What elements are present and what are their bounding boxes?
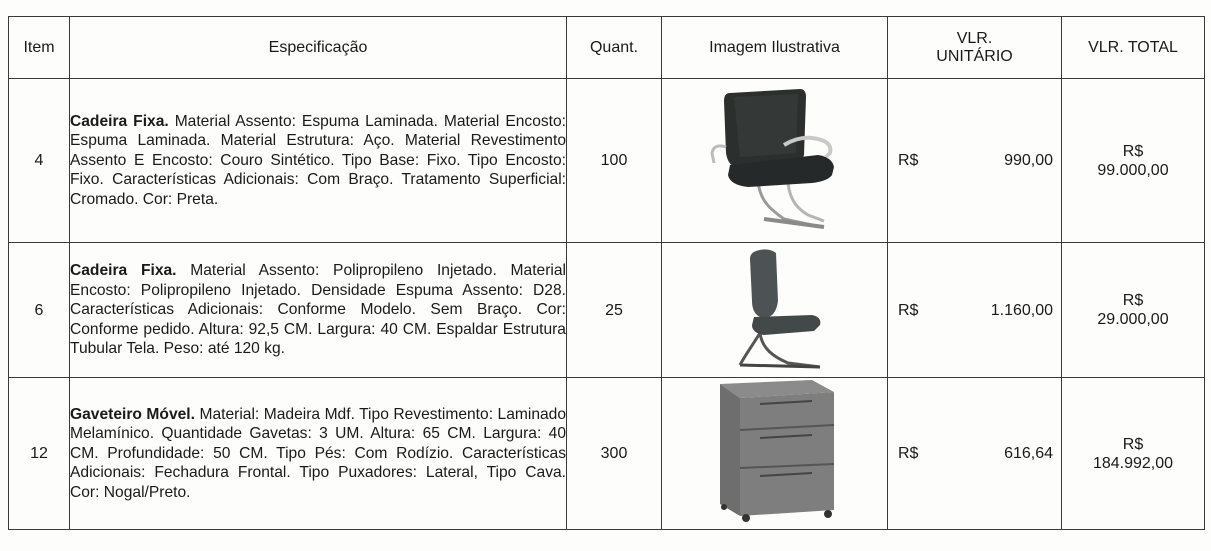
table-row: 6 Cadeira Fixa. Material Assento: Polipr… xyxy=(8,242,1205,378)
row-unit-amount: 616,64 xyxy=(1004,445,1053,462)
row-spec-title: Cadeira Fixa. xyxy=(70,262,177,280)
row-image-cell xyxy=(661,78,888,243)
row-quantity: 100 xyxy=(566,78,662,243)
row-spec-body: Material Assento: Espuma Laminada. Mater… xyxy=(70,112,566,208)
row-item-number: 6 xyxy=(8,242,70,378)
table-row: 4 Cadeira Fixa. Material Assento: Espuma… xyxy=(8,78,1205,243)
armchair-image xyxy=(700,83,850,238)
row-item-number: 4 xyxy=(8,78,70,243)
row-total-amount: 99.000,00 xyxy=(1097,161,1169,179)
row-specification: Gaveteiro Móvel. Material: Madeira Mdf. … xyxy=(69,377,567,530)
row-total-amount: 29.000,00 xyxy=(1097,311,1169,328)
header-qty: Quant. xyxy=(566,16,662,79)
header-total-value: VLR. TOTAL xyxy=(1061,16,1205,79)
row-unit-currency: R$ xyxy=(898,301,919,319)
row-unit-amount: 990,00 xyxy=(1004,152,1053,169)
header-unit-line2: UNITÁRIO xyxy=(936,47,1013,65)
row-specification: Cadeira Fixa. Material Assento: Poliprop… xyxy=(69,242,567,378)
row-total-currency: R$ xyxy=(1122,435,1144,453)
row-spec-title: Cadeira Fixa. xyxy=(70,112,169,130)
row-unit-currency: R$ xyxy=(898,445,919,462)
header-spec: Especificação xyxy=(69,16,567,79)
specification-table: Item Especificação Quant. Imagem Ilustra… xyxy=(8,16,1205,530)
row-spec-body: Material Assento: Polipropileno Injetado… xyxy=(70,262,566,358)
row-spec-title: Gaveteiro Móvel. xyxy=(70,405,195,423)
header-unit-line1: VLR. xyxy=(956,29,993,47)
chair-image xyxy=(720,245,830,376)
header-unit-value: VLR. UNITÁRIO xyxy=(887,16,1062,79)
row-total-currency: R$ xyxy=(1122,292,1144,309)
row-spec-body: Material: Madeira Mdf. Tipo Revestimento… xyxy=(70,405,567,501)
row-unit-currency: R$ xyxy=(898,152,919,169)
row-unit-value: R$ 1.160,00 xyxy=(887,242,1062,378)
row-total-value: R$ 29.000,00 xyxy=(1061,242,1205,378)
row-specification: Cadeira Fixa. Material Assento: Espuma L… xyxy=(69,78,567,243)
row-image-cell xyxy=(661,242,888,378)
row-quantity: 25 xyxy=(566,242,662,378)
drawer-cabinet-image xyxy=(700,378,850,529)
row-quantity: 300 xyxy=(566,377,662,530)
header-image: Imagem Ilustrativa xyxy=(661,16,888,79)
header-item: Item xyxy=(8,16,70,79)
row-image-cell xyxy=(661,377,888,530)
row-unit-value: R$ 990,00 xyxy=(887,78,1062,243)
row-total-amount: 184.992,00 xyxy=(1092,454,1174,472)
table-header-row: Item Especificação Quant. Imagem Ilustra… xyxy=(8,16,1205,79)
row-total-currency: R$ xyxy=(1122,142,1144,160)
row-unit-amount: 1.160,00 xyxy=(990,301,1053,319)
row-total-value: R$ 184.992,00 xyxy=(1061,377,1205,530)
row-unit-value: R$ 616,64 xyxy=(887,377,1062,530)
row-item-number: 12 xyxy=(8,377,70,530)
table-row: 12 Gaveteiro Móvel. Material: Madeira Md… xyxy=(8,377,1205,530)
row-total-value: R$ 99.000,00 xyxy=(1061,78,1205,243)
